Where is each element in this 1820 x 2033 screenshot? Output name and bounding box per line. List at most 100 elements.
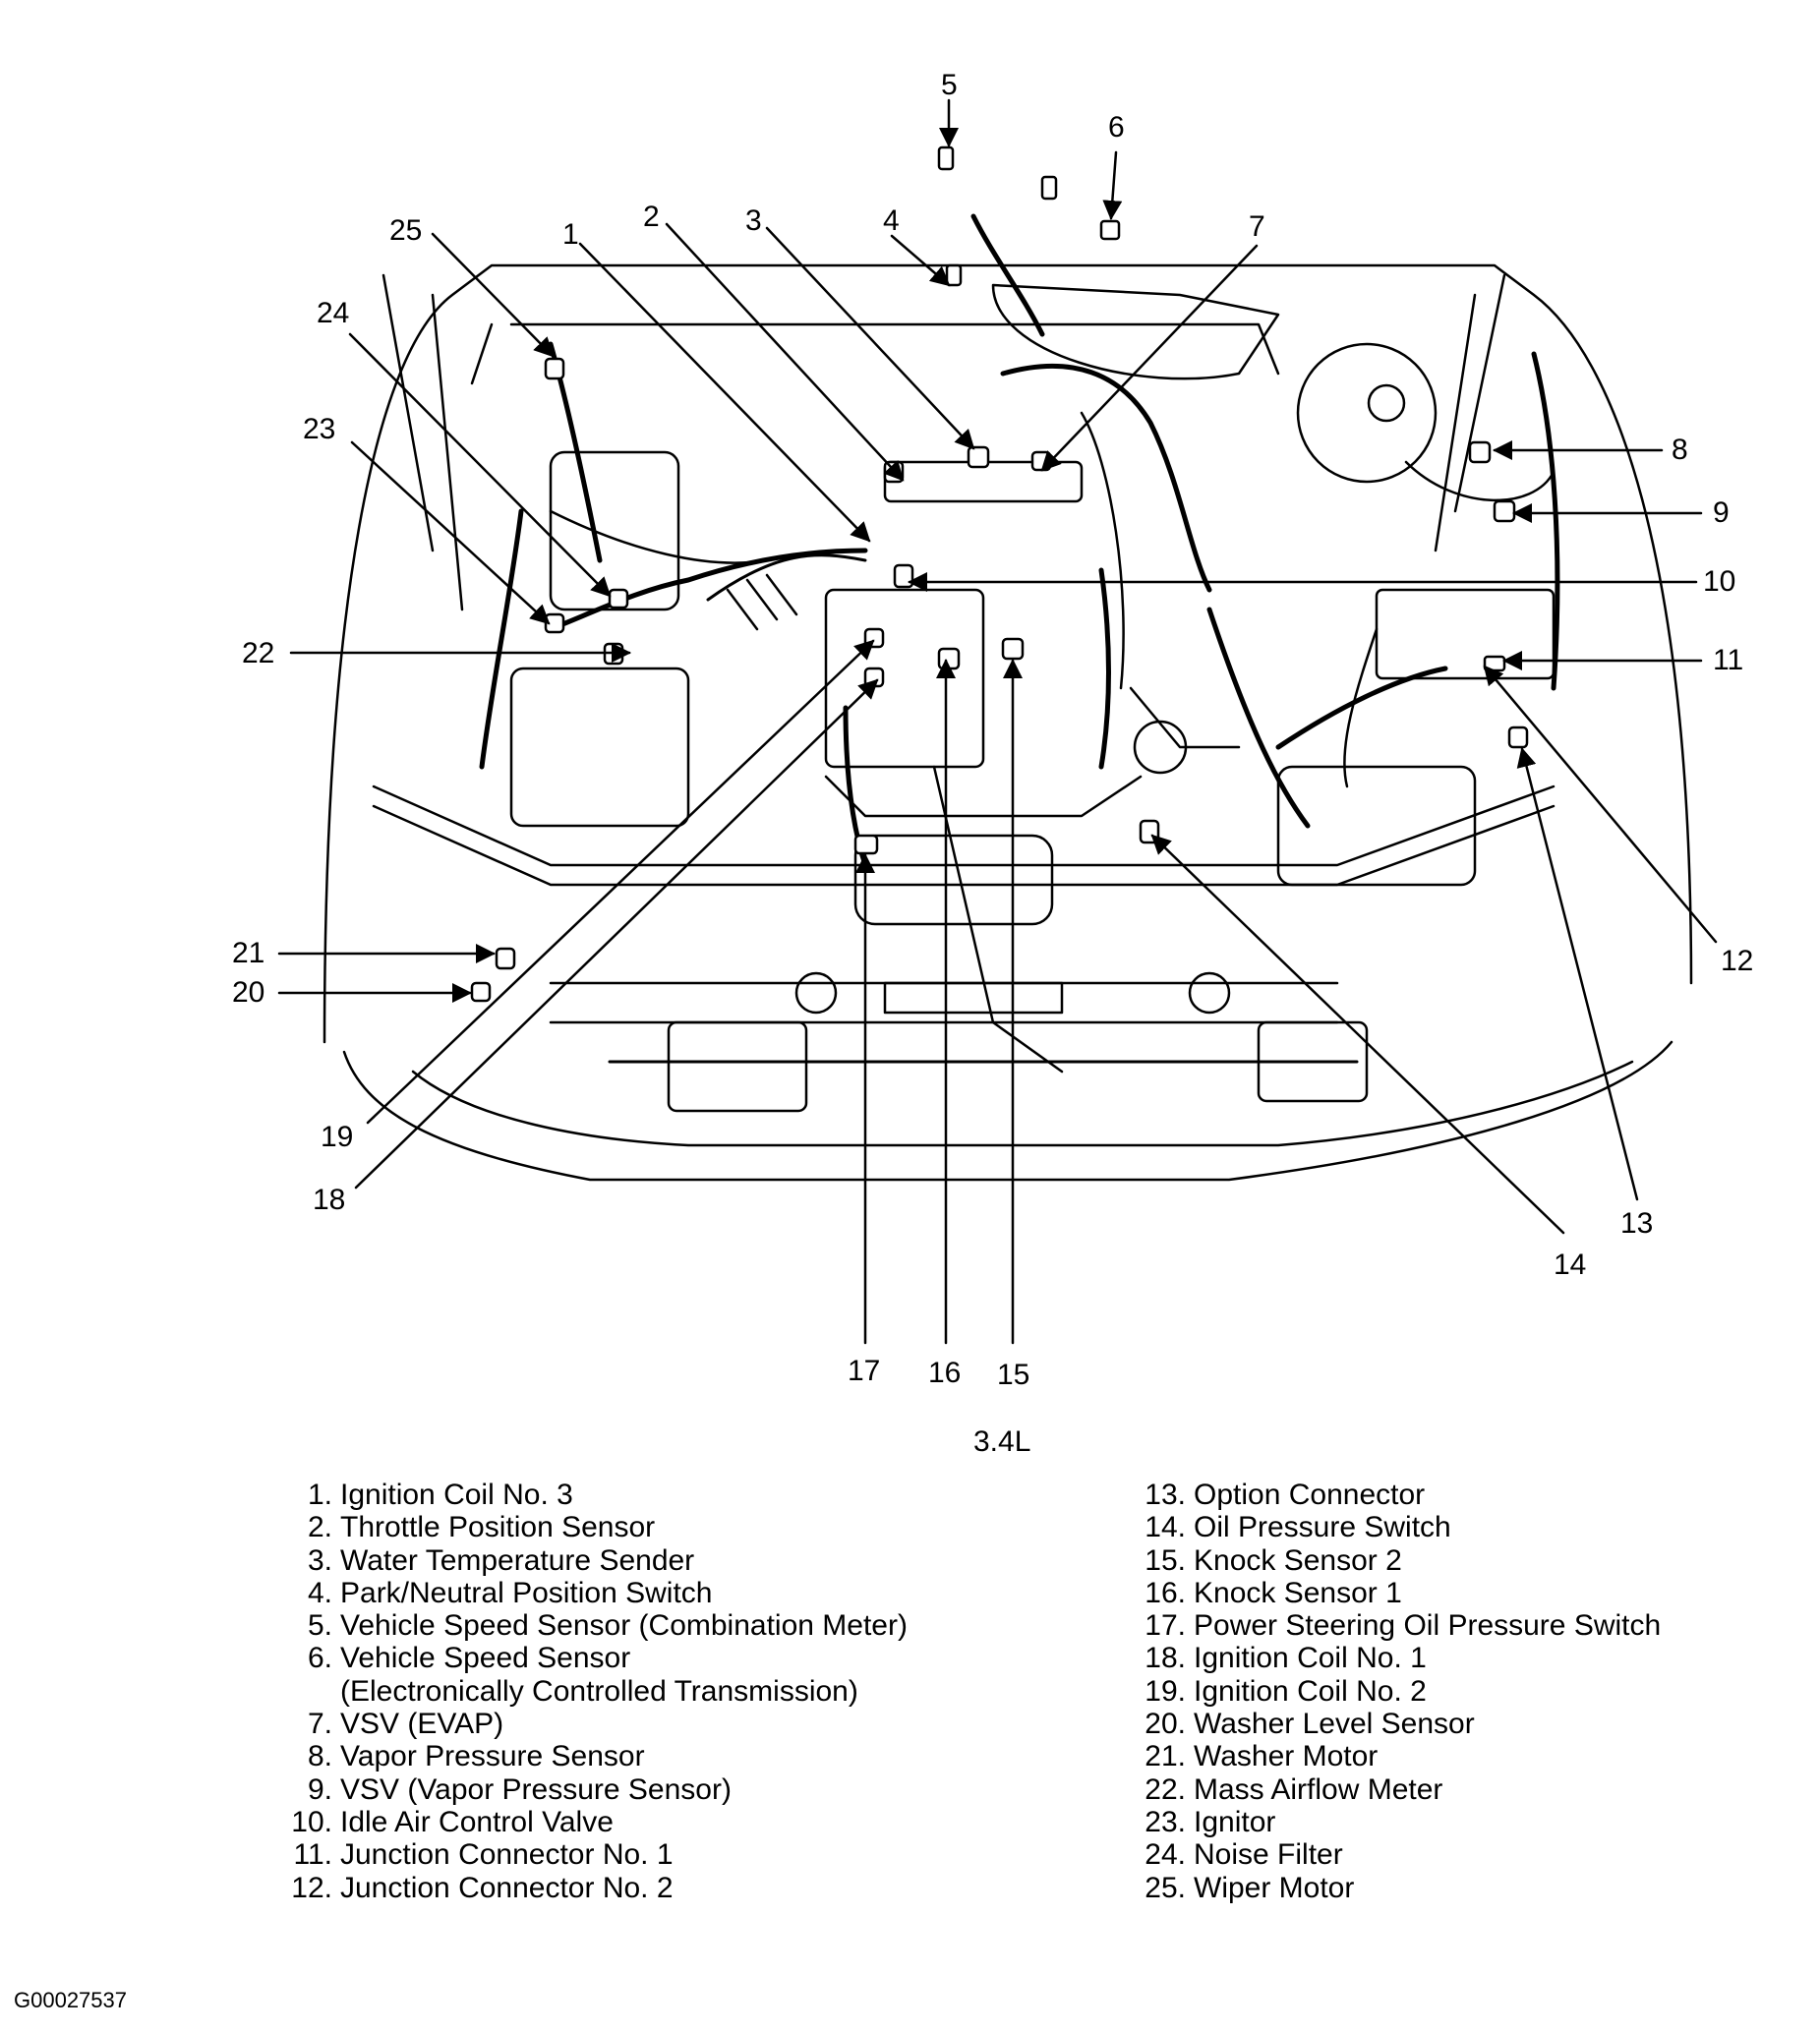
legend-item: 17.Power Steering Oil Pressure Switch [1131,1609,1661,1642]
callout-18: 18 [313,1184,346,1216]
engine-compartment-diagram [277,98,1718,1345]
callout-15: 15 [997,1359,1030,1391]
legend-number: 8. [307,1740,332,1773]
legend-number: 19. [1145,1674,1186,1708]
callout-12: 12 [1721,945,1754,977]
legend-item: 6.Vehicle Speed Sensor [277,1642,908,1674]
legend-number: 25. [1145,1871,1186,1904]
legend-item: 25.Wiper Motor [1131,1872,1661,1904]
legend-item: (Electronically Controlled Transmission) [277,1675,908,1708]
callout-16: 16 [928,1357,962,1389]
legend-number: 22. [1145,1772,1186,1806]
legend-item: 11.Junction Connector No. 1 [277,1838,908,1871]
legend-item: 7.VSV (EVAP) [277,1708,908,1740]
legend-number: 20. [1145,1708,1186,1741]
legend-number: 2. [307,1511,332,1544]
legend-number: 15. [1145,1543,1186,1577]
legend-text: Washer Level Sensor [1194,1708,1475,1741]
legend-number: 7. [307,1708,332,1741]
legend-number: 17. [1145,1609,1186,1643]
legend-number: 24. [1145,1838,1186,1872]
legend-text: Option Connector [1194,1479,1426,1511]
connectors [470,145,1529,1003]
callout-25: 25 [389,214,423,247]
callout-23: 23 [303,413,336,445]
legend-text: VSV (EVAP) [340,1708,504,1741]
legend-item: 13.Option Connector [1131,1479,1661,1511]
legend-item: 10.Idle Air Control Valve [277,1806,908,1838]
legend-text: Power Steering Oil Pressure Switch [1194,1609,1662,1643]
legend-item: 3.Water Temperature Sender [277,1544,908,1577]
legend-item: 4.Park/Neutral Position Switch [277,1577,908,1609]
legend-text: Water Temperature Sender [340,1543,695,1577]
callout-21: 21 [232,937,265,969]
callout-19: 19 [321,1121,354,1153]
legend-text: Ignition Coil No. 1 [1194,1642,1427,1675]
callout-6: 6 [1108,111,1125,144]
legend-number: 14. [1145,1511,1186,1544]
callout-4: 4 [883,204,900,237]
legend-text: Ignitor [1194,1805,1276,1838]
legend-item: 1.Ignition Coil No. 3 [277,1479,908,1511]
legend-number: 1. [307,1479,332,1511]
legend-number: 4. [307,1576,332,1609]
legend-text: Washer Motor [1194,1740,1379,1773]
legend-text: Idle Air Control Valve [340,1805,614,1838]
legend-item: 8.Vapor Pressure Sensor [277,1740,908,1772]
legend-text: Throttle Position Sensor [340,1511,656,1544]
callout-3: 3 [745,204,762,237]
legend-text: Ignition Coil No. 2 [1194,1674,1427,1708]
legend-item: 14.Oil Pressure Switch [1131,1511,1661,1543]
legend-item: 15.Knock Sensor 2 [1131,1544,1661,1577]
legend-text: (Electronically Controlled Transmission) [340,1674,858,1708]
legend-text: Vapor Pressure Sensor [340,1740,645,1773]
legend-number: 6. [307,1642,332,1675]
callout-10: 10 [1703,565,1736,598]
callout-14: 14 [1554,1249,1587,1281]
callout-17: 17 [848,1355,881,1387]
legend-item: 9.VSV (Vapor Pressure Sensor) [277,1773,908,1806]
callout-13: 13 [1620,1207,1654,1240]
legend-text: Wiper Motor [1194,1871,1355,1904]
legend-item: 21.Washer Motor [1131,1740,1661,1772]
engine-variant-label: 3.4L [973,1425,1031,1458]
legend-number: 21. [1145,1740,1186,1773]
legend-text: Knock Sensor 2 [1194,1543,1402,1577]
legend-item: 19.Ignition Coil No. 2 [1131,1675,1661,1708]
legend-left-column: 1.Ignition Coil No. 3 2.Throttle Positio… [277,1479,908,1904]
legend-text: Park/Neutral Position Switch [340,1576,713,1609]
legend-text: Vehicle Speed Sensor (Combination Meter) [340,1609,908,1643]
callout-22: 22 [242,637,275,669]
callout-20: 20 [232,976,265,1009]
legend-number: 13. [1145,1479,1186,1511]
legend-number: 5. [307,1609,332,1643]
legend-item: 16.Knock Sensor 1 [1131,1577,1661,1609]
legend-number: 11. [293,1838,332,1872]
vehicle-body-outline [323,263,1693,1182]
legend-item: 18.Ignition Coil No. 1 [1131,1642,1661,1674]
callout-11: 11 [1713,644,1744,676]
legend-right-column: 13.Option Connector 14.Oil Pressure Swit… [1131,1479,1661,1904]
legend-number: 18. [1145,1642,1186,1675]
legend-number: 10. [291,1805,332,1838]
legend-text: Knock Sensor 1 [1194,1576,1402,1609]
callout-9: 9 [1713,496,1730,529]
wiring-harness [479,213,1560,868]
legend-number: 23. [1145,1805,1186,1838]
legend-text: Ignition Coil No. 3 [340,1479,573,1511]
legend-item: 2.Throttle Position Sensor [277,1511,908,1543]
legend-text: Vehicle Speed Sensor [340,1642,631,1675]
legend-number: 9. [307,1772,332,1806]
legend-item: 22.Mass Airflow Meter [1131,1773,1661,1806]
legend-item: 24.Noise Filter [1131,1838,1661,1871]
legend-item: 23.Ignitor [1131,1806,1661,1838]
callout-7: 7 [1249,210,1265,243]
callout-24: 24 [317,297,350,329]
legend-item: 12.Junction Connector No. 2 [277,1872,908,1904]
legend-number: 16. [1145,1576,1186,1609]
leader-lines [277,98,1718,1345]
legend-text: VSV (Vapor Pressure Sensor) [340,1772,732,1806]
legend-item: 20.Washer Level Sensor [1131,1708,1661,1740]
legend-text: Mass Airflow Meter [1194,1772,1443,1806]
callout-5: 5 [941,69,958,101]
